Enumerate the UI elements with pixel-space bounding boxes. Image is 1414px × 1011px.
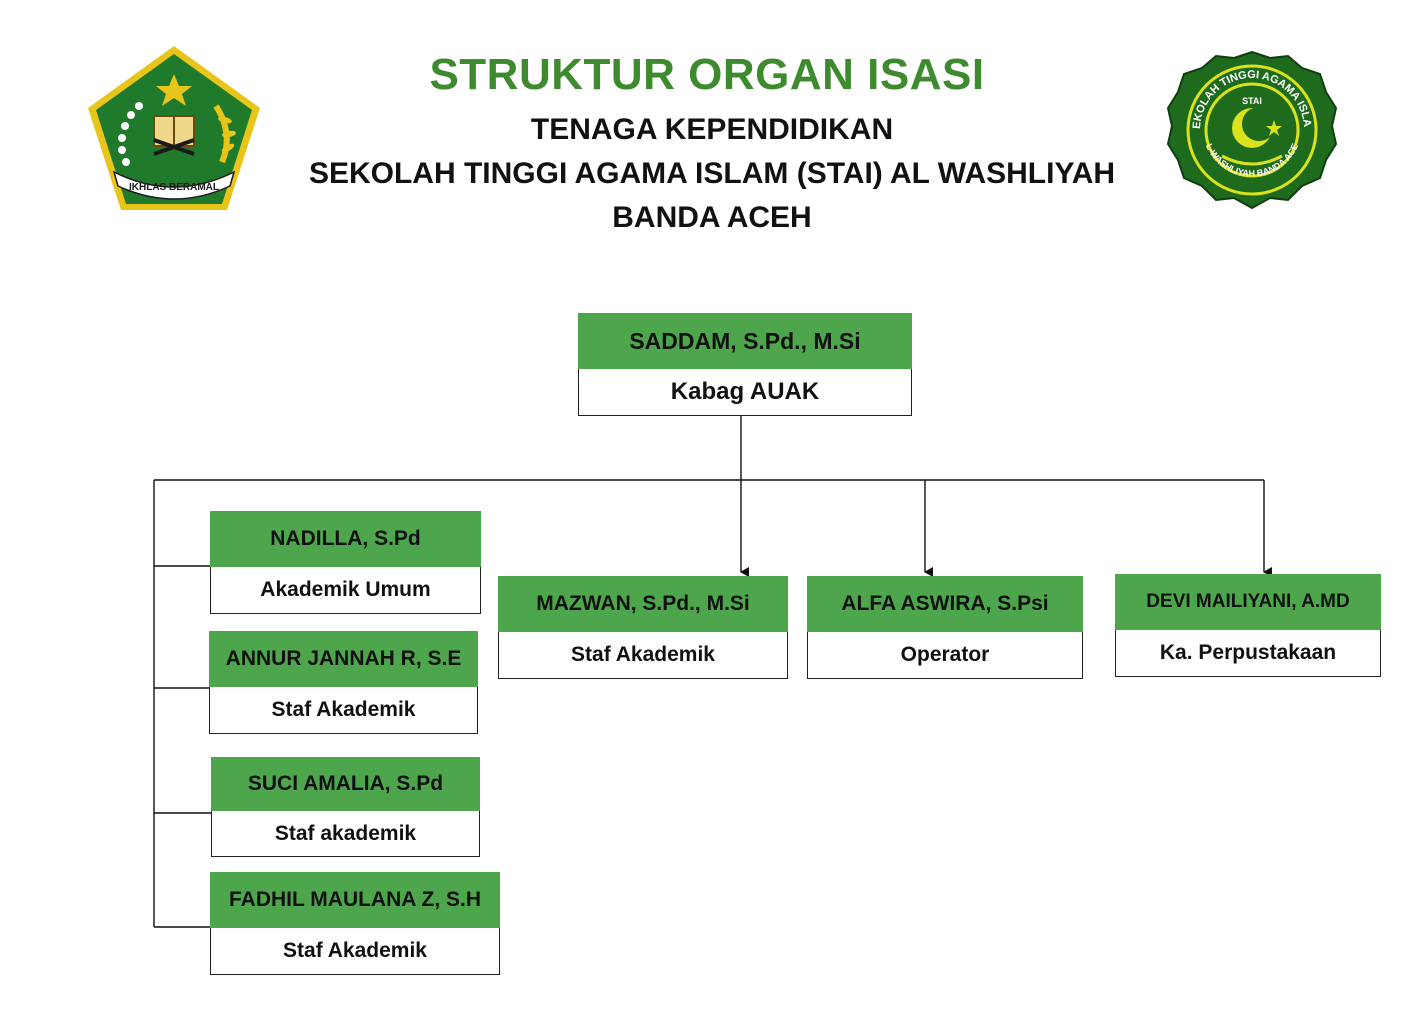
org-node-left-1: NADILLA, S.Pd Akademik Umum: [210, 511, 481, 614]
node-name: DEVI MAILIYANI, A.MD: [1115, 574, 1381, 630]
node-name: MAZWAN, S.Pd., M.Si: [498, 576, 788, 632]
kemenag-logo: IKHLAS BERAMAL: [88, 46, 260, 210]
node-role: Staf akademik: [211, 811, 480, 857]
node-role: Ka. Perpustakaan: [1115, 630, 1381, 677]
node-role: Staf Akademik: [210, 928, 500, 975]
node-name: ALFA ASWIRA, S.Psi: [807, 576, 1083, 632]
subtitle-line-2: SEKOLAH TINGGI AGAMA ISLAM (STAI) AL WAS…: [308, 157, 1116, 190]
node-name: FADHIL MAULANA Z, S.H: [210, 872, 500, 928]
node-name: SADDAM, S.Pd., M.Si: [578, 313, 912, 369]
subtitle-line-1: TENAGA KEPENDIDIKAN: [530, 113, 894, 146]
subtitle-line-3: BANDA ACEH: [612, 201, 812, 234]
node-role: Operator: [807, 632, 1083, 679]
org-node-left-3: SUCI AMALIA, S.Pd Staf akademik: [211, 757, 480, 857]
org-node-right-3: DEVI MAILIYANI, A.MD Ka. Perpustakaan: [1115, 574, 1381, 677]
node-name: NADILLA, S.Pd: [210, 511, 481, 567]
stai-logo: SEKOLAH TINGGI AGAMA ISLAM AL-WASHLIYAH …: [1166, 48, 1338, 210]
node-name: SUCI AMALIA, S.Pd: [211, 757, 480, 811]
org-node-head: SADDAM, S.Pd., M.Si Kabag AUAK: [578, 313, 912, 416]
node-role: Kabag AUAK: [578, 369, 912, 416]
logo-inner-text: STAI: [1242, 96, 1262, 106]
logo-ribbon-text: IKHLAS BERAMAL: [129, 182, 219, 193]
chart-title: STRUKTUR ORGAN ISASI: [429, 50, 985, 99]
node-role: Staf Akademik: [498, 632, 788, 679]
org-node-right-2: ALFA ASWIRA, S.Psi Operator: [807, 576, 1083, 679]
org-node-left-4: FADHIL MAULANA Z, S.H Staf Akademik: [210, 872, 500, 975]
node-role: Akademik Umum: [210, 567, 481, 614]
node-name: ANNUR JANNAH R, S.E: [209, 631, 478, 687]
node-role: Staf Akademik: [209, 687, 478, 734]
org-node-right-1: MAZWAN, S.Pd., M.Si Staf Akademik: [498, 576, 788, 679]
org-node-left-2: ANNUR JANNAH R, S.E Staf Akademik: [209, 631, 478, 734]
